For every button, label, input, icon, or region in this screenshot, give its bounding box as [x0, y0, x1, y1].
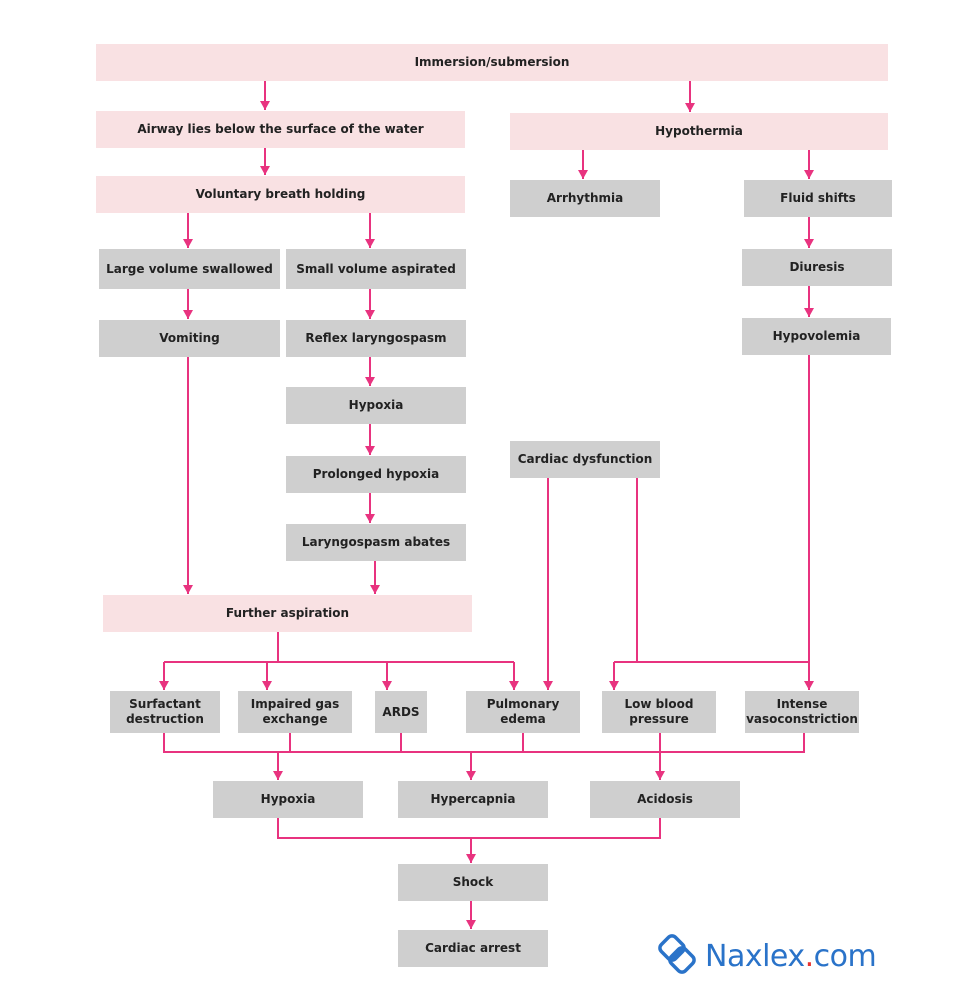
node-hypercapnia: Hypercapnia [398, 781, 548, 818]
arrowhead [466, 920, 476, 929]
connector-line [277, 818, 661, 839]
node-shock: Shock [398, 864, 548, 901]
node-fluid: Fluid shifts [744, 180, 892, 217]
arrowhead [466, 771, 476, 780]
node-acidosis: Acidosis [590, 781, 740, 818]
arrowhead [365, 446, 375, 455]
node-gas: Impaired gas exchange [238, 691, 352, 733]
arrowhead [804, 308, 814, 317]
node-hypothermia: Hypothermia [510, 113, 888, 150]
arrowhead [365, 514, 375, 523]
node-ards: ARDS [375, 691, 427, 733]
arrowhead [365, 310, 375, 319]
node-pulmonary: Pulmonary edema [466, 691, 580, 733]
node-breath: Voluntary breath holding [96, 176, 465, 213]
arrowhead [543, 681, 553, 690]
logo-wordmark: Naxlex.com [705, 938, 877, 974]
logo-name: Naxlex [705, 938, 805, 974]
arrowhead [609, 681, 619, 690]
node-lowbp: Low blood pressure [602, 691, 716, 733]
arrowhead [183, 239, 193, 248]
node-immersion: Immersion/submersion [96, 44, 888, 81]
arrowhead [804, 170, 814, 179]
node-aspirated: Small volume aspirated [286, 249, 466, 289]
naxlex-logo[interactable]: Naxlex.com [655, 932, 915, 980]
arrowhead [655, 771, 665, 780]
arrowhead [804, 239, 814, 248]
node-abates: Laryngospasm abates [286, 524, 466, 561]
arrowhead [370, 585, 380, 594]
node-laryngospasm: Reflex laryngospasm [286, 320, 466, 357]
node-cardiac-dys: Cardiac dysfunction [510, 441, 660, 478]
arrowhead [183, 310, 193, 319]
node-swallowed: Large volume swallowed [99, 249, 280, 289]
connector-line [163, 733, 805, 753]
node-hypoxia1: Hypoxia [286, 387, 466, 424]
naxlex-logo-icon [658, 934, 696, 974]
arrowhead [804, 681, 814, 690]
arrowhead [365, 377, 375, 386]
arrowhead [382, 681, 392, 690]
arrowhead [260, 166, 270, 175]
arrowhead [578, 170, 588, 179]
node-hypoxia2: Hypoxia [213, 781, 363, 818]
arrowhead [183, 585, 193, 594]
arrowhead [685, 103, 695, 112]
arrowhead [273, 771, 283, 780]
node-airway: Airway lies below the surface of the wat… [96, 111, 465, 148]
node-arrest: Cardiac arrest [398, 930, 548, 967]
node-further: Further aspiration [103, 595, 472, 632]
node-hypovolemia: Hypovolemia [742, 318, 891, 355]
arrowhead [262, 681, 272, 690]
arrowhead [365, 239, 375, 248]
arrowhead [260, 101, 270, 110]
node-diuresis: Diuresis [742, 249, 892, 286]
node-arrhythmia: Arrhythmia [510, 180, 660, 217]
node-vomiting: Vomiting [99, 320, 280, 357]
arrowhead [159, 681, 169, 690]
node-surfactant: Surfactant destruction [110, 691, 220, 733]
logo-tld: com [813, 938, 877, 974]
arrowhead [509, 681, 519, 690]
logo-dot: . [804, 938, 815, 974]
node-prolonged: Prolonged hypoxia [286, 456, 466, 493]
node-vasocon: Intense vasoconstriction [745, 691, 859, 733]
arrowhead [466, 854, 476, 863]
